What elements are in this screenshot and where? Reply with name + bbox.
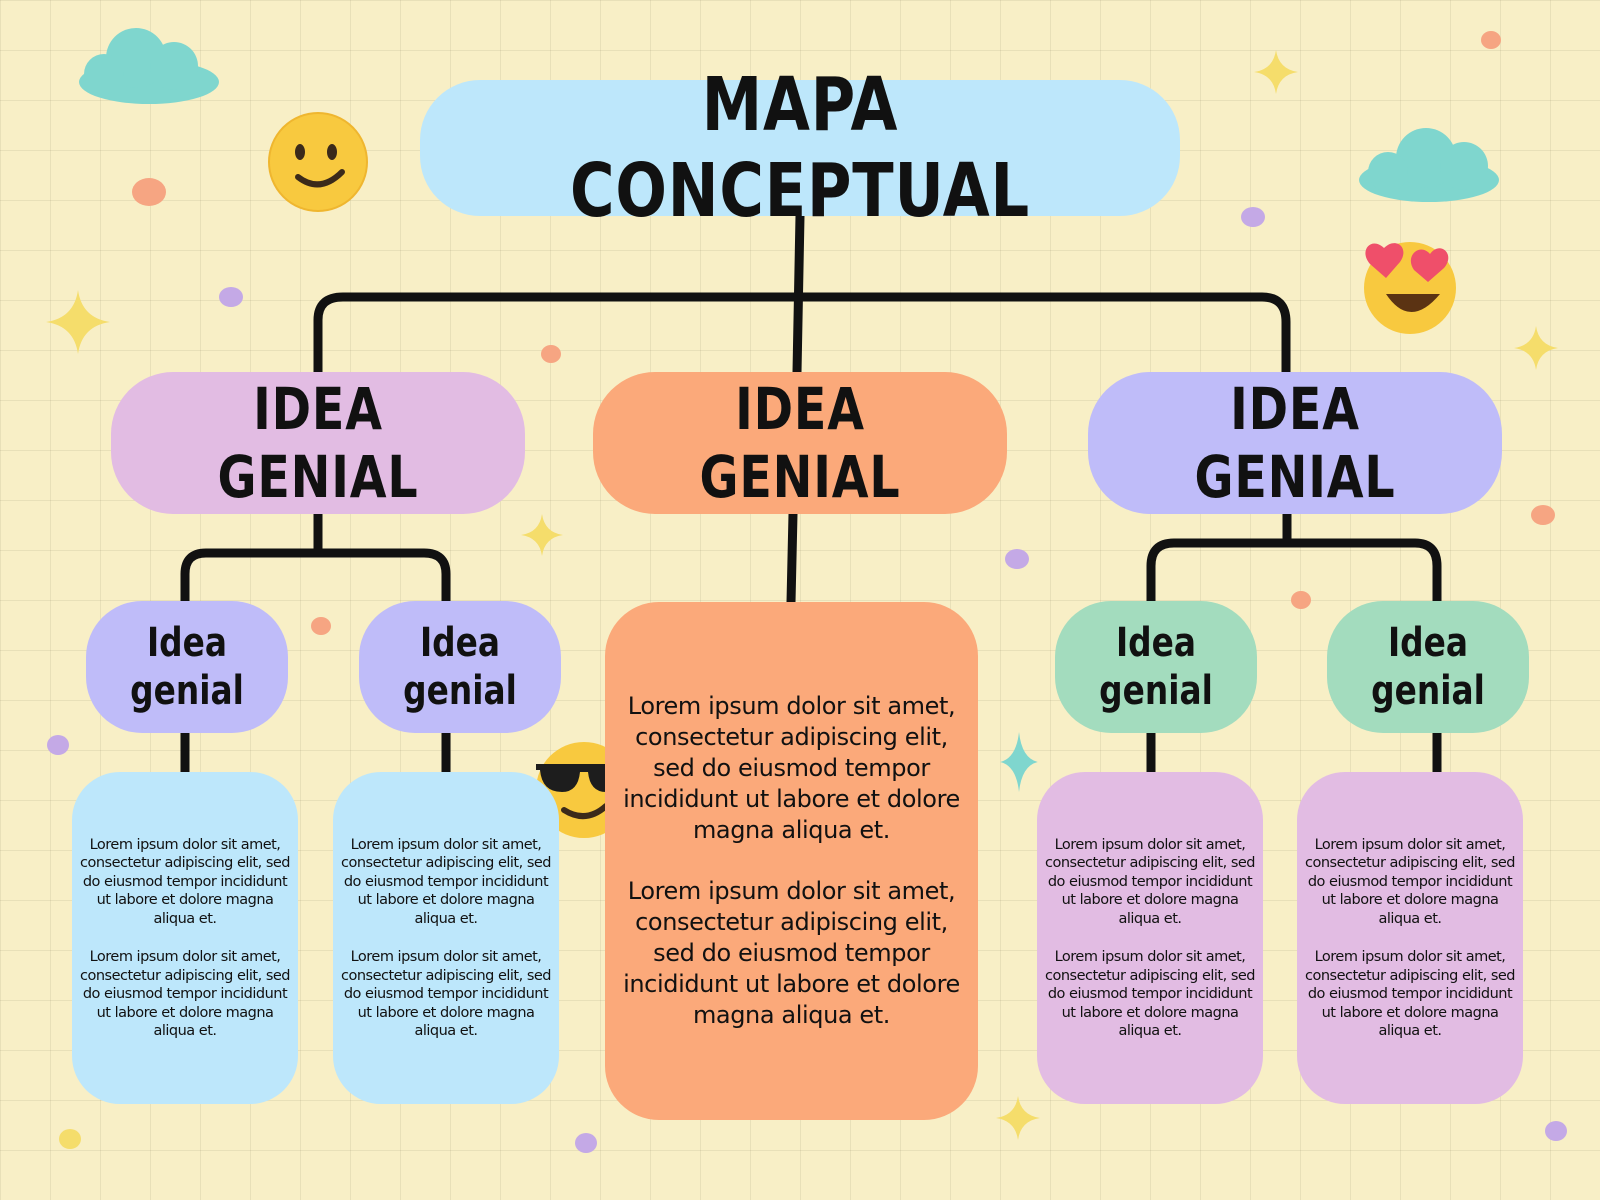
text-paragraph: Lorem ipsum dolor sit amet, consectetur …: [1045, 836, 1256, 927]
sparkle-icon: [1254, 50, 1298, 94]
sparkle-icon: [46, 290, 110, 354]
dot-icon: [541, 345, 561, 363]
text-paragraph: Lorem ipsum dolor sit amet, consectetur …: [1305, 836, 1516, 927]
title-box: MAPA CONCEPTUAL: [420, 62, 1180, 234]
cloud-icon: [1359, 128, 1499, 202]
sub-idea-2: Idea genial: [359, 601, 561, 733]
connector-left-bar: [180, 548, 451, 606]
sparkle-icon: [1514, 326, 1558, 370]
text-paragraph: Lorem ipsum dolor sit amet, consectetur …: [80, 949, 291, 1039]
text-block-4: Lorem ipsum dolor sit amet, consectetur …: [1297, 772, 1523, 1104]
sparkle-icon: [996, 1096, 1040, 1140]
sub-idea-label: Idea genial: [130, 620, 244, 714]
cloud-icon: [79, 28, 219, 104]
dot-icon: [47, 735, 69, 755]
dot-icon: [1545, 1121, 1567, 1141]
sub-idea-label: Idea genial: [403, 620, 517, 714]
smile-emoji-icon: [268, 112, 368, 212]
connector-main-bar: [313, 292, 1291, 377]
sparkle-icon: [521, 514, 563, 556]
text-paragraph: Lorem ipsum dolor sit amet, consectetur …: [1045, 949, 1256, 1039]
text-block-2: Lorem ipsum dolor sit amet, consectetur …: [333, 772, 559, 1104]
text-block-main: Lorem ipsum dolor sit amet, consectetur …: [605, 602, 978, 1120]
dot-icon: [1291, 591, 1311, 609]
main-idea-left: IDEA GENIAL: [111, 372, 525, 514]
text-paragraph: Lorem ipsum dolor sit amet, consectetur …: [341, 949, 552, 1039]
main-idea-right: IDEA GENIAL: [1088, 372, 1502, 514]
sub-idea-1: Idea genial: [86, 601, 288, 733]
text-paragraph: Lorem ipsum dolor sit amet, consectetur …: [341, 836, 552, 927]
sub-idea-label: Idea genial: [1099, 620, 1213, 714]
dot-icon: [575, 1133, 597, 1153]
dot-icon: [1241, 207, 1265, 227]
dot-icon: [1531, 505, 1555, 525]
sub-idea-3: Idea genial: [1055, 601, 1257, 733]
dot-icon: [1481, 31, 1501, 49]
page-title: MAPA CONCEPTUAL: [570, 62, 1030, 234]
text-block-3: Lorem ipsum dolor sit amet, consectetur …: [1037, 772, 1263, 1104]
heart-eyes-emoji-icon: [1364, 242, 1456, 334]
dot-icon: [59, 1129, 81, 1149]
text-paragraph: Lorem ipsum dolor sit amet, consectetur …: [623, 692, 960, 844]
connector-middle-down: [786, 509, 798, 607]
sparkle-icon: [1000, 732, 1038, 792]
dot-icon: [219, 287, 243, 307]
sub-idea-4: Idea genial: [1327, 601, 1529, 733]
text-paragraph: Lorem ipsum dolor sit amet, consectetur …: [1305, 949, 1516, 1039]
main-idea-label: IDEA GENIAL: [699, 375, 901, 511]
text-paragraph: Lorem ipsum dolor sit amet, consectetur …: [80, 836, 291, 927]
main-idea-middle: IDEA GENIAL: [593, 372, 1007, 514]
text-paragraph: Lorem ipsum dolor sit amet, consectetur …: [623, 877, 960, 1029]
connector-right-bar: [1146, 538, 1442, 606]
sub-idea-label: Idea genial: [1371, 620, 1485, 714]
dot-icon: [311, 617, 331, 635]
text-block-1: Lorem ipsum dolor sit amet, consectetur …: [72, 772, 298, 1104]
main-idea-label: IDEA GENIAL: [1194, 375, 1396, 511]
dot-icon: [1005, 549, 1029, 569]
dot-icon: [132, 178, 166, 206]
main-idea-label: IDEA GENIAL: [217, 375, 419, 511]
